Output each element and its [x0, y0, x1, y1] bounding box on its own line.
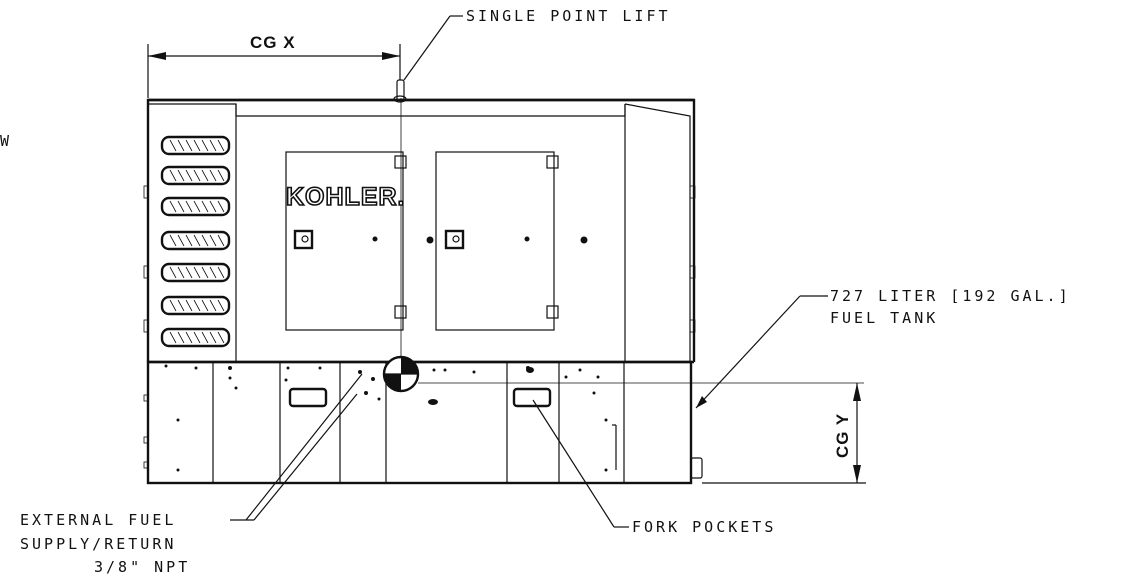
door-latch-center [426, 236, 434, 244]
fuel-tank-label-line1: 727 LITER [192 GAL.] [830, 287, 1071, 305]
external-fuel-label-line1: EXTERNAL FUEL [20, 511, 176, 529]
external-fuel-callout: EXTERNAL FUEL SUPPLY/RETURN 3/8" NPT [20, 373, 363, 576]
kohler-logo: KOHLER. [286, 183, 406, 211]
external-fuel-label-line3: 3/8" NPT [94, 558, 190, 576]
edge-fragment-label: W [0, 132, 12, 150]
cg-symbol [382, 355, 420, 393]
fork-pocket-left [288, 387, 328, 408]
fork-pocket-right [512, 387, 552, 408]
fuel-tank-label-line2: FUEL TANK [830, 309, 938, 327]
fork-pockets-callout: FORK POCKETS [532, 399, 776, 536]
right-door [435, 151, 559, 331]
single-point-lift: SINGLE POINT LIFT [393, 7, 671, 103]
external-fuel-label-line2: SUPPLY/RETURN [20, 535, 176, 553]
cg-y-dimension: CG Y [702, 383, 866, 484]
louvers [160, 135, 231, 348]
fork-pockets-label: FORK POCKETS [632, 518, 776, 536]
cg-x-dimension: CG X [147, 33, 401, 98]
single-point-lift-label: SINGLE POINT LIFT [466, 7, 671, 25]
fuel-tank-base [143, 360, 703, 485]
left-door: KOHLER. [285, 151, 407, 331]
fuel-tank-callout: 727 LITER [192 GAL.] FUEL TANK [695, 287, 1071, 409]
cg-x-label: CG X [250, 33, 296, 52]
cg-y-label: CG Y [833, 413, 852, 458]
right-latch [580, 236, 588, 244]
